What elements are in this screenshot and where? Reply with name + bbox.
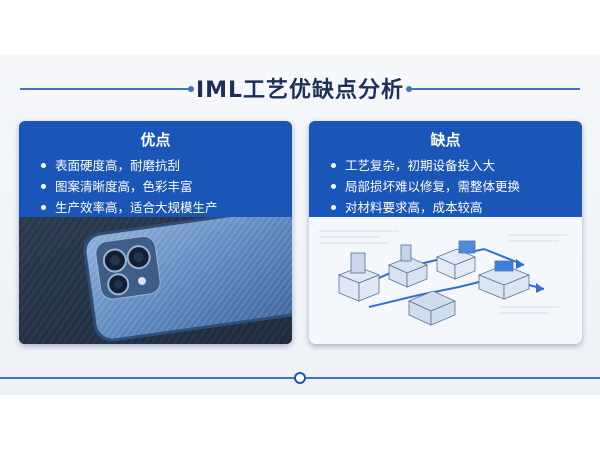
cons-heading: 缺点 <box>430 131 461 149</box>
pros-heading: 优点 <box>140 131 171 149</box>
phone-image <box>19 217 292 344</box>
cons-item: 局部损坏难以修复，需整体更换 <box>331 176 520 197</box>
pros-item: 表面硬度高，耐磨抗刮 <box>41 155 218 176</box>
bottom-divider <box>0 372 600 384</box>
pros-list: 表面硬度高，耐磨抗刮 图案清晰度高，色彩丰富 生产效率高，适合大规模生产 <box>41 155 218 218</box>
process-diagram-image <box>309 217 582 344</box>
cons-item: 对材料要求高，成本较高 <box>331 197 520 218</box>
cons-panel: 缺点 工艺复杂，初期设备投入大 局部损坏难以修复，需整体更换 对材料要求高，成本… <box>309 121 582 344</box>
title-divider-left <box>20 86 194 92</box>
page-title: IML工艺优缺点分析 <box>195 78 405 103</box>
bottom-dot <box>294 372 306 384</box>
title-divider-right <box>406 86 580 92</box>
pros-item: 生产效率高，适合大规模生产 <box>41 197 218 218</box>
cons-list: 工艺复杂，初期设备投入大 局部损坏难以修复，需整体更换 对材料要求高，成本较高 <box>331 155 520 218</box>
cons-item: 工艺复杂，初期设备投入大 <box>331 155 520 176</box>
carbon-fiber-phone-illustration <box>19 217 292 344</box>
title-row: IML工艺优缺点分析 <box>0 68 600 108</box>
pros-panel: 优点 表面硬度高，耐磨抗刮 图案清晰度高，色彩丰富 生产效率高，适合大规模生产 <box>19 121 292 344</box>
pros-item: 图案清晰度高，色彩丰富 <box>41 176 218 197</box>
iml-process-diagram-illustration <box>309 217 582 344</box>
